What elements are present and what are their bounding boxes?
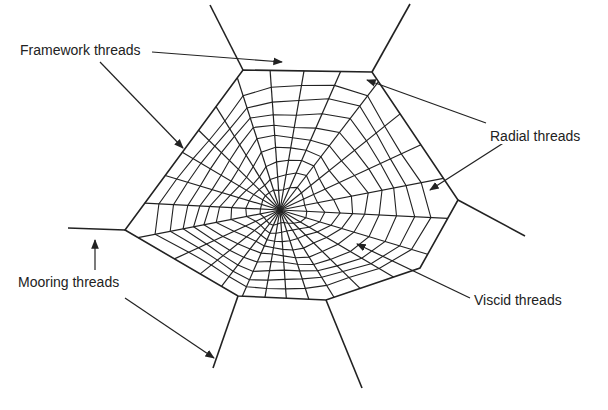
radial-thread bbox=[280, 145, 421, 210]
web-threads bbox=[68, 4, 525, 388]
viscid-thread bbox=[204, 135, 368, 258]
viscid-thread bbox=[246, 173, 325, 233]
thread-label: Viscid threads bbox=[472, 292, 564, 308]
viscid-thread bbox=[231, 160, 340, 241]
radial-thread bbox=[280, 71, 304, 210]
radial-thread bbox=[216, 107, 280, 210]
leader-line bbox=[152, 52, 282, 62]
mooring-thread bbox=[326, 300, 362, 388]
thread-label: Framework threads bbox=[18, 42, 143, 58]
leader-line bbox=[125, 298, 214, 358]
leader-line bbox=[100, 62, 183, 148]
viscid-thread bbox=[260, 187, 307, 225]
leader-line bbox=[357, 244, 470, 298]
mooring-thread bbox=[372, 4, 410, 72]
radial-thread bbox=[280, 72, 341, 211]
mooring-thread bbox=[210, 5, 243, 70]
radial-thread bbox=[222, 210, 281, 286]
viscid-thread bbox=[194, 125, 382, 264]
viscid-thread bbox=[216, 147, 352, 250]
framework-thread bbox=[125, 70, 458, 300]
viscid-thread bbox=[170, 99, 415, 280]
leader-line bbox=[430, 142, 505, 190]
radial-thread bbox=[270, 70, 280, 210]
mooring-thread bbox=[213, 296, 238, 368]
thread-label: Radial threads bbox=[488, 128, 582, 144]
mooring-thread bbox=[458, 200, 525, 236]
thread-label: Mooring threads bbox=[16, 274, 121, 290]
viscid-thread bbox=[155, 85, 431, 289]
leader-line bbox=[367, 80, 486, 123]
mooring-thread bbox=[68, 228, 125, 230]
radial-thread bbox=[280, 114, 400, 210]
leader-lines bbox=[95, 52, 505, 358]
leader-line bbox=[94, 240, 95, 270]
